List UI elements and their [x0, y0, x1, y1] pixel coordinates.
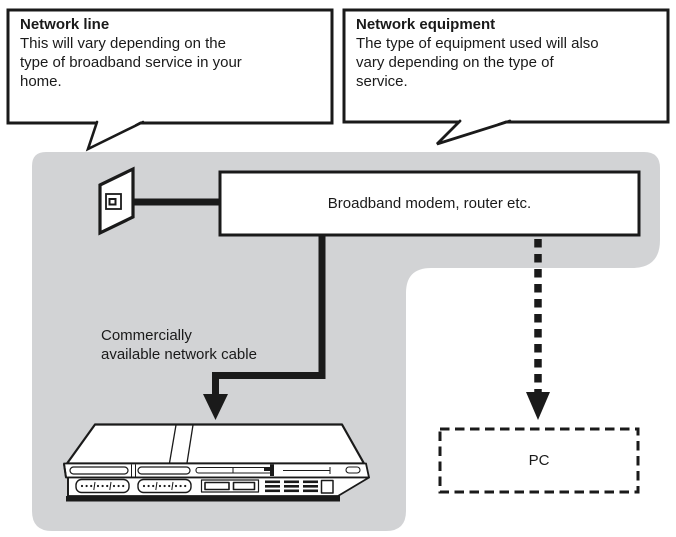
network-cable-line [212, 235, 326, 396]
down-arrow-icon [203, 394, 228, 420]
callout-line: The type of equipment used will also [356, 35, 599, 52]
callout-network-equipment-text: Network equipment The type of equipment … [356, 15, 662, 91]
cable-label-line: Commercially [101, 327, 192, 344]
callout-title: Network equipment [356, 16, 496, 33]
modem-box [218, 170, 641, 237]
callout-network-line-text: Network line This will vary depending on… [20, 15, 322, 91]
pc-box [438, 427, 640, 494]
ps2-console-icon [63, 423, 370, 502]
callout-line: vary depending on the type of [356, 54, 554, 71]
callout-line: home. [20, 73, 62, 90]
pc-box-label: PC [528, 452, 550, 469]
callout-line: This will vary depending on the [20, 35, 226, 52]
cable-label-line: available network cable [101, 346, 257, 363]
callout-bubble-network-line [6, 8, 334, 152]
callout-line: service. [356, 73, 408, 90]
callout-bubble-network-equipment [342, 8, 670, 146]
dashed-down-arrow-icon [526, 392, 550, 420]
callout-line: type of broadband service in your [20, 54, 242, 71]
modem-box-label: Broadband modem, router etc. [327, 195, 532, 212]
network-wall-outlet-icon [98, 166, 135, 236]
callout-title: Network line [20, 16, 110, 33]
network-cable-label: Commercially available network cable [101, 326, 257, 364]
